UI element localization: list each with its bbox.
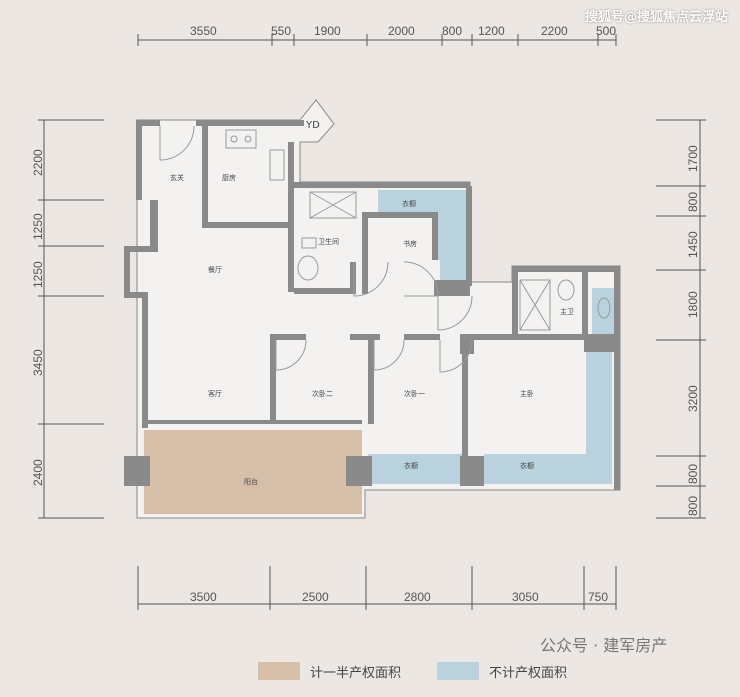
left-dim-4: 3450 [31,349,45,376]
top-dim-5: 800 [442,24,462,38]
bottom-dim-3: 2800 [404,590,431,604]
legend-label-none: 不计产权面积 [489,665,568,681]
right-dimension-line [656,119,706,519]
right-dim-4: 1800 [686,291,700,318]
legend-swatch-none [437,662,480,680]
right-dim-7: 800 [686,496,700,516]
room-label-master-bath: 主卫 [560,307,574,316]
top-dim-8: 500 [596,24,616,38]
room-label-bedroom1: 次卧一 [404,389,425,398]
right-dim-6: 800 [686,464,700,484]
room-label-bathroom: 卫生间 [318,237,339,246]
right-dim-3: 1450 [686,231,700,258]
top-dim-3: 1900 [314,24,341,38]
room-label-wardrobe-top: 衣橱 [402,199,416,208]
room-label-wardrobe-br: 衣橱 [520,461,534,470]
wardrobe-top-area [378,190,466,282]
bottom-dim-5: 750 [588,590,608,604]
fixtures [225,129,611,331]
legend-label-half: 计一半产权面积 [310,665,402,681]
wardrobe-bottom-left-area [368,454,462,484]
bottom-dim-4: 3050 [512,590,539,604]
left-dim-5: 2400 [31,459,45,486]
room-label-balcony: 阳台 [244,477,258,486]
wardrobe-bottom-right-area [484,352,612,484]
top-dim-1: 3550 [190,24,217,38]
top-dim-6: 1200 [478,24,505,38]
right-dim-5: 3200 [686,385,700,412]
left-dim-3: 1250 [31,261,45,288]
watermark: 搜狐号@搜狐焦点云浮站 [584,10,728,25]
right-dim-1: 1700 [686,145,700,172]
bottom-dimension-line [137,566,617,610]
room-label-living: 客厅 [208,389,222,398]
legend: 计一半产权面积 不计产权面积 [258,660,603,682]
room-label-entrance: 玄关 [170,173,184,182]
room-label-dining: 餐厅 [208,265,222,274]
room-label-study: 书房 [403,239,417,248]
left-dimension-line [38,119,104,519]
room-label-yd: YD [305,120,320,131]
doors [159,125,473,373]
top-dim-4: 2000 [388,24,415,38]
right-dim-2: 800 [686,192,700,212]
master-bath-window-area [592,288,614,336]
room-label-wardrobe-bl: 衣橱 [404,461,418,470]
left-dim-1: 2200 [31,149,45,176]
room-label-master: 主卧 [520,389,534,398]
balcony-area [144,430,362,514]
walls [124,120,620,490]
left-dim-2: 1250 [31,213,45,240]
legend-swatch-half [258,662,300,680]
bottom-dim-1: 3500 [190,590,217,604]
top-dim-7: 2200 [541,24,568,38]
top-dimension-line [137,34,617,46]
room-label-kitchen: 厨房 [222,173,236,182]
top-dim-2: 550 [271,24,291,38]
room-label-bedroom2: 次卧二 [312,389,333,398]
bottom-dim-2: 2500 [302,590,329,604]
credit-text: 公众号 · 建军房产 [540,636,668,655]
